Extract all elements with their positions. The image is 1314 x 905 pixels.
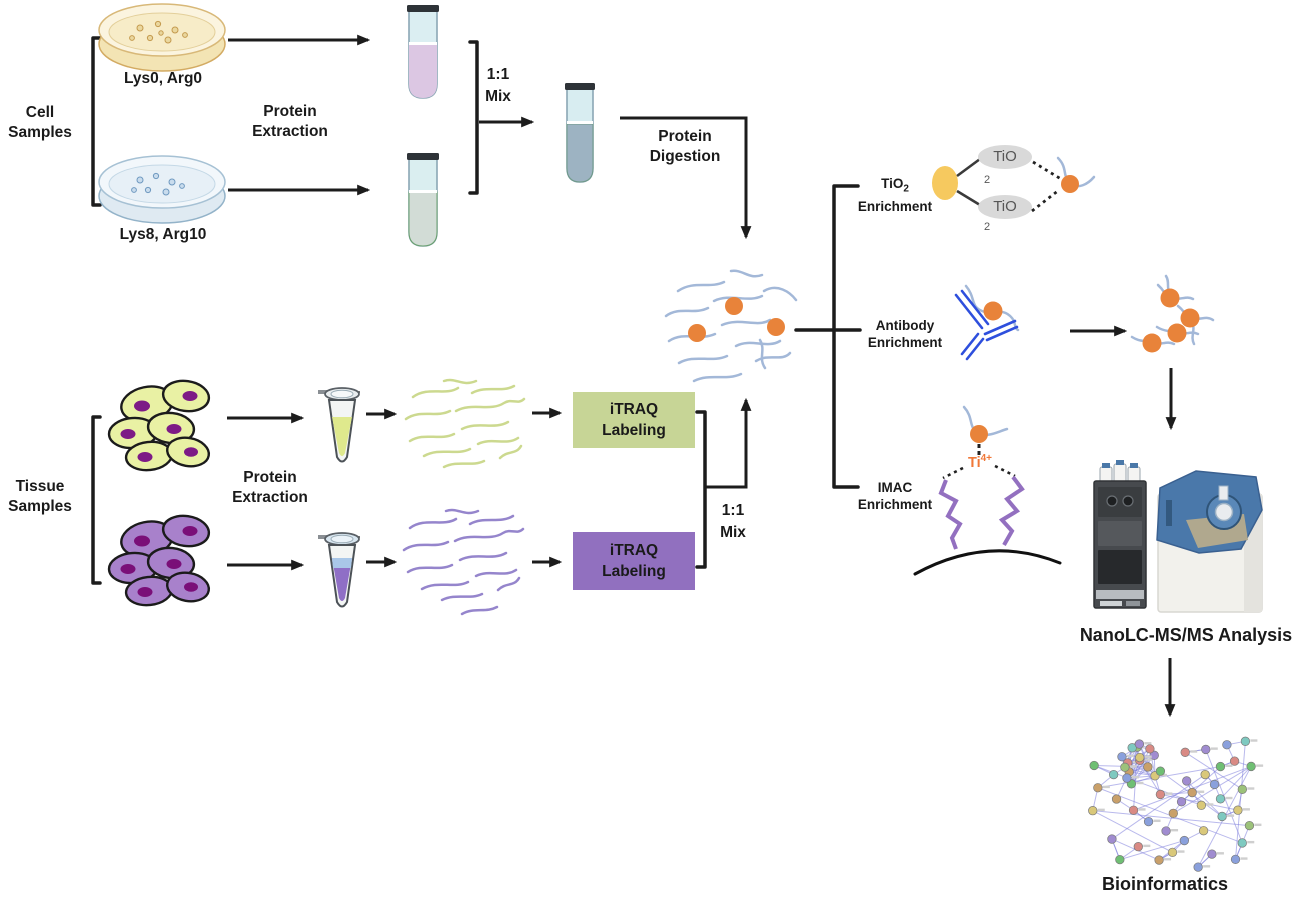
nanolc-instrument xyxy=(1093,460,1147,609)
itraq-labeling-purple-label: iTRAQ Labeling xyxy=(602,542,666,580)
mix-bottom-label: 1:1 Mix xyxy=(720,502,746,541)
tio-particle-sub-bottom: 2 xyxy=(983,221,991,233)
tio-particle-text-top: TiO xyxy=(993,148,1017,165)
nanolc-analysis-label: NanoLC-MS/MS Analysis xyxy=(1079,625,1293,645)
tio-particle-sub-top: 2 xyxy=(983,174,991,186)
cell-samples-bracket xyxy=(91,36,102,207)
test-tube-mixed xyxy=(565,83,595,183)
tissue-cells-green xyxy=(107,379,211,472)
protein-extraction-bottom-label: Protein Extraction xyxy=(232,469,308,506)
phosphopeptide-mixture xyxy=(664,269,798,383)
imac-surface-arc xyxy=(913,549,1062,576)
tissue-cells-purple xyxy=(107,514,211,607)
test-tube-heavy-protein xyxy=(407,153,439,247)
antibody-enrichment-graphic xyxy=(954,284,1020,361)
eppendorf-tube-purple xyxy=(318,532,360,608)
itraq-labeling-box-purple xyxy=(573,532,695,590)
mix-top-label: 1:1 Mix xyxy=(485,66,511,105)
test-tube-light-protein xyxy=(407,5,439,99)
tio2-enrichment-graphic xyxy=(932,145,1096,219)
mass-spectrometer-instrument xyxy=(1156,470,1263,613)
lys8-arg10-label: Lys8, Arg10 xyxy=(119,226,207,243)
arrow-mix-bottom-up xyxy=(706,397,752,489)
itraq-labeling-green-label: iTRAQ Labeling xyxy=(602,401,666,439)
lys0-arg0-label: Lys0, Arg0 xyxy=(123,70,203,87)
petri-dish-heavy-cells xyxy=(98,155,226,224)
peptides-purple xyxy=(402,508,525,616)
tio-particle-text-bottom: TiO xyxy=(993,198,1017,215)
cell-samples-label: Cell Samples xyxy=(8,104,72,141)
enriched-phosphopeptides xyxy=(1130,274,1215,353)
tio2-enrichment-label: TiO2 Enrichment xyxy=(857,176,933,214)
antibody-icon xyxy=(954,289,1019,361)
petri-dish-light-cells xyxy=(98,3,226,72)
bioinformatics-network xyxy=(1088,736,1264,872)
protein-extraction-top-label: Protein Extraction xyxy=(252,103,328,140)
itraq-labeling-box-green xyxy=(573,392,695,448)
imac-enrichment-graphic xyxy=(913,405,1062,576)
ti4-ion-label: Ti4+ xyxy=(967,453,993,471)
protein-digestion-label: Protein Digestion xyxy=(649,128,721,165)
bioinformatics-label: Bioinformatics xyxy=(1101,874,1229,894)
peptides-green xyxy=(404,378,526,469)
mix-bottom-bracket xyxy=(695,410,707,569)
antibody-enrichment-label: Antibody Enrichment xyxy=(867,318,943,350)
enrichment-branch-bracket xyxy=(832,184,860,489)
eppendorf-tube-green xyxy=(318,387,360,463)
arrow-protein-digestion xyxy=(620,116,752,240)
mix-top-bracket xyxy=(468,40,479,195)
tissue-samples-label: Tissue Samples xyxy=(8,478,72,515)
imac-enrichment-label: IMAC Enrichment xyxy=(857,480,933,512)
tissue-samples-bracket xyxy=(91,415,102,585)
